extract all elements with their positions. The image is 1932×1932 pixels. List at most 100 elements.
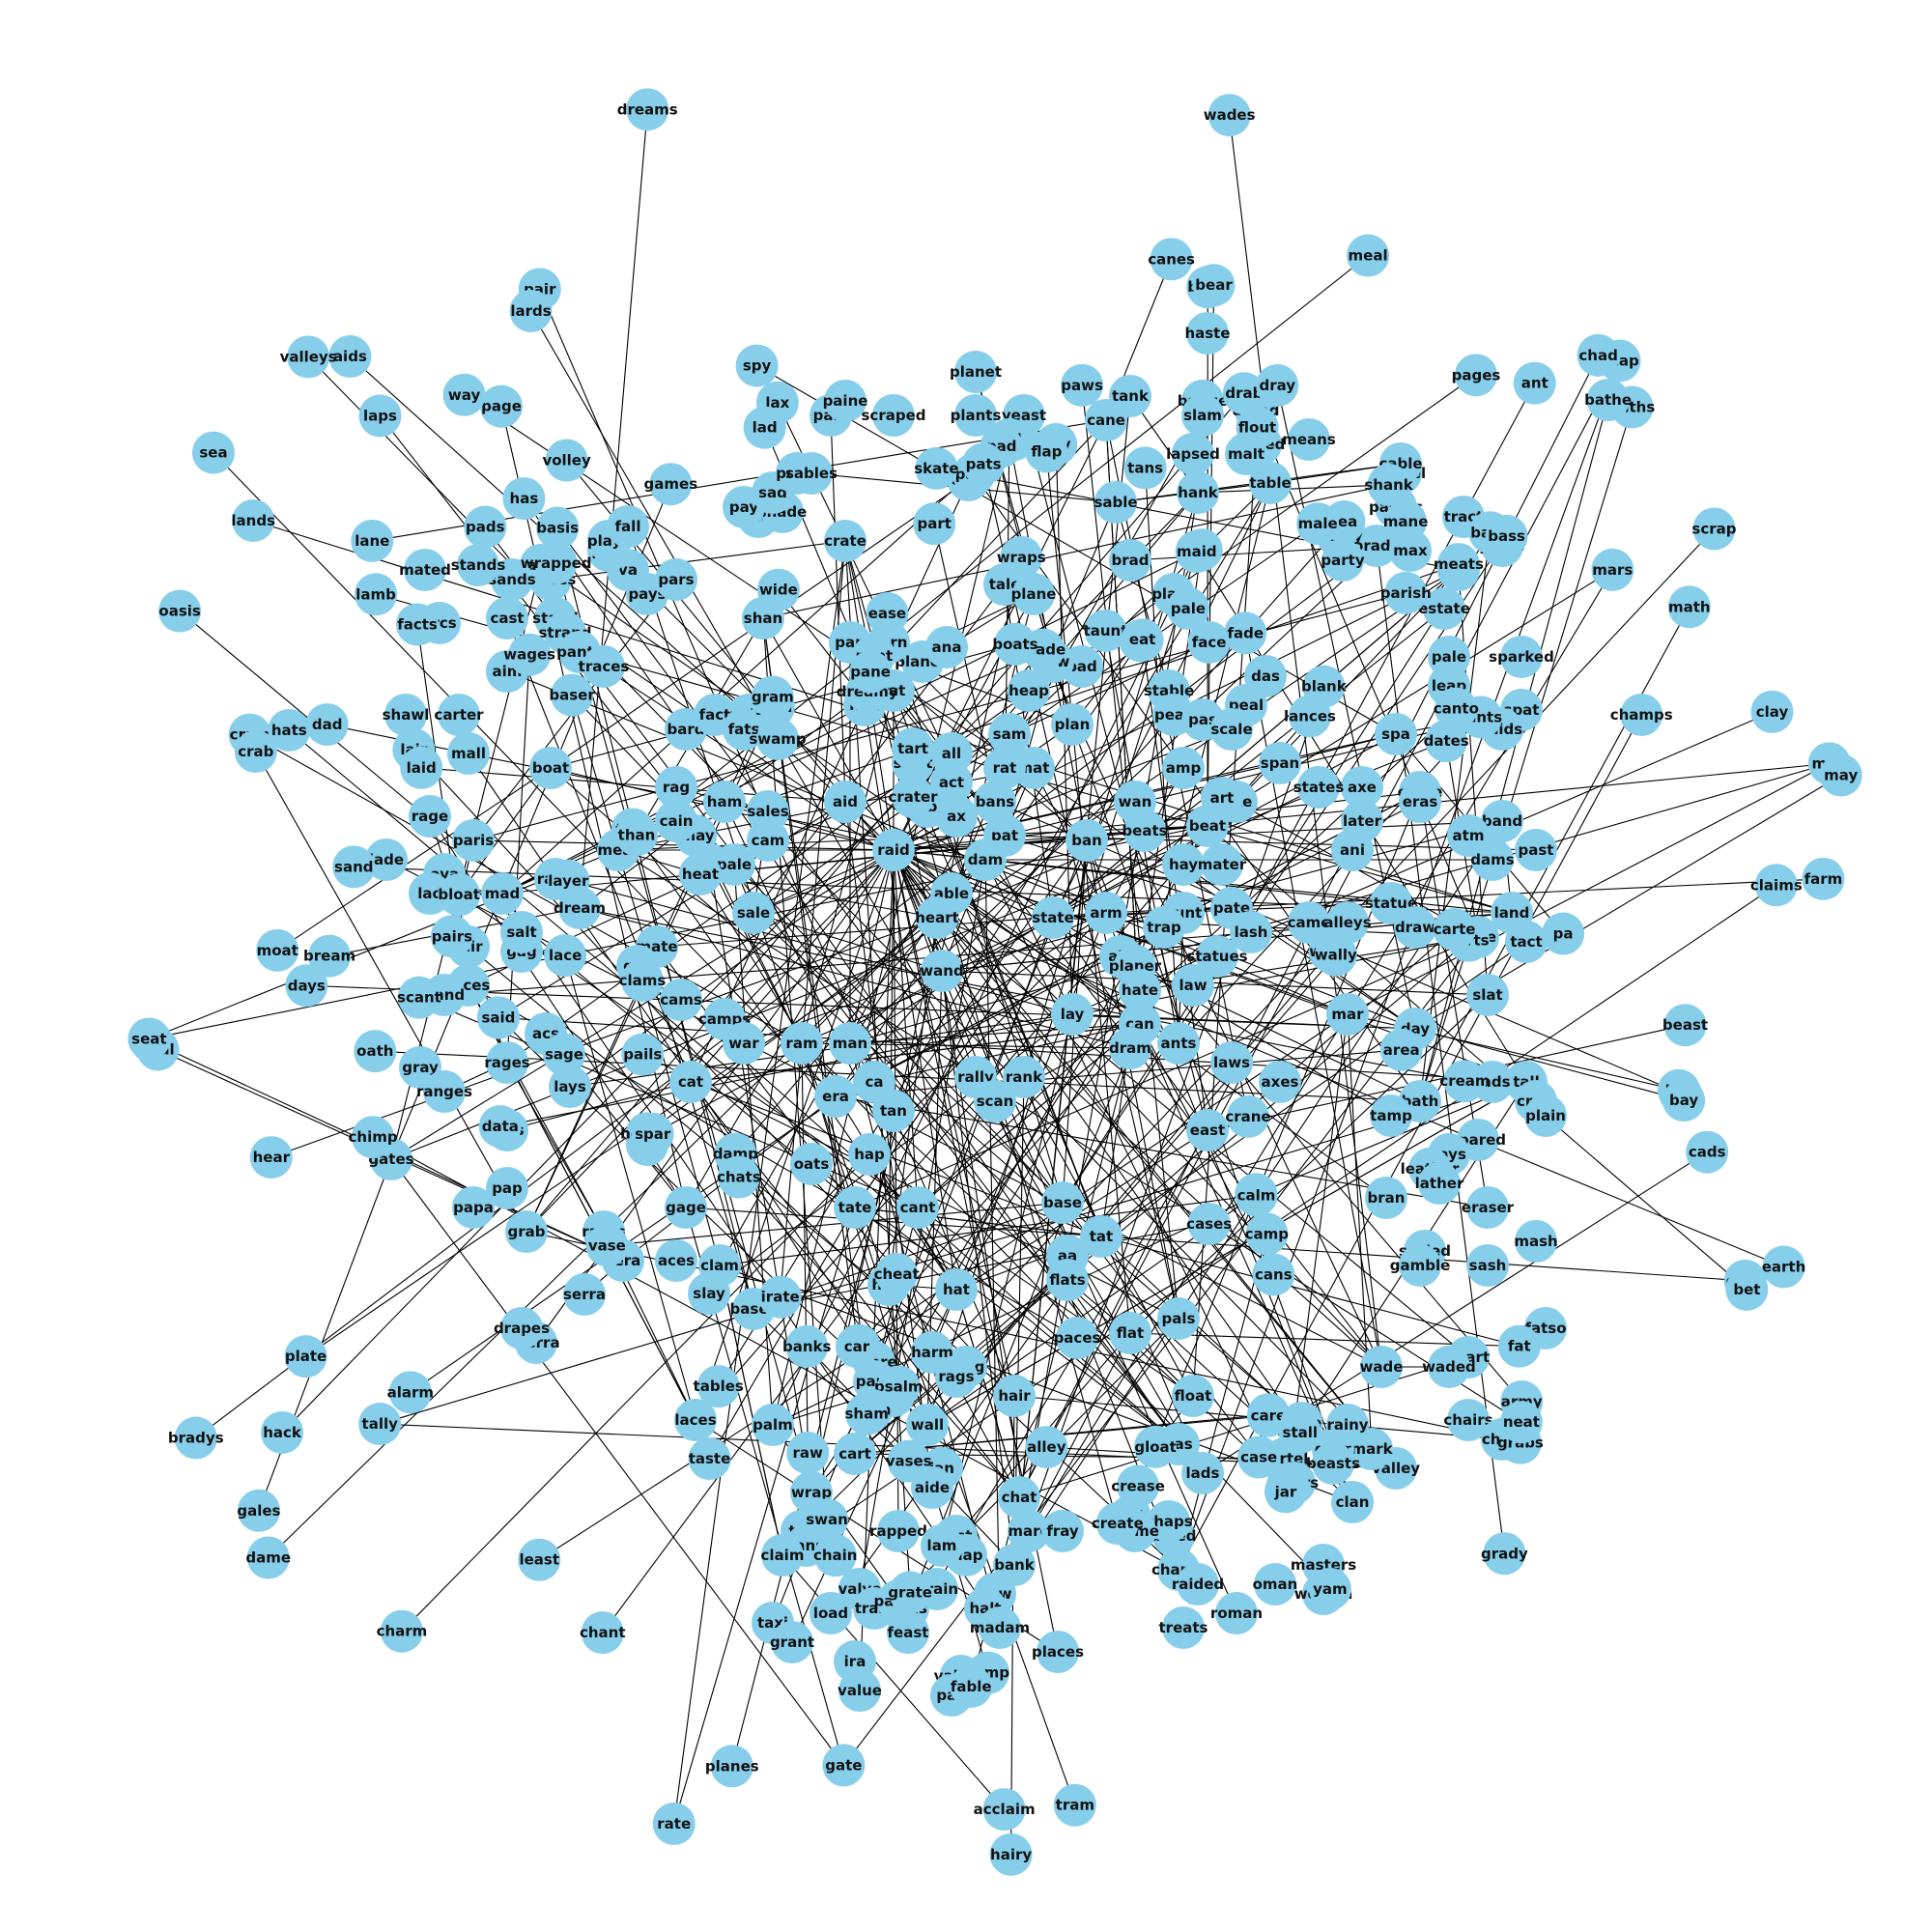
graph-node: raid [872,829,915,871]
graph-node: cams [660,979,702,1021]
graph-node-circle [1187,620,1231,664]
graph-node: scale [1210,708,1253,751]
graph-node-circle [983,747,1026,789]
graph-node-circle [1447,1399,1490,1441]
graph-node: slam [1181,394,1224,437]
graph-node: days [285,964,328,1008]
graph-node: acclaim [974,1788,1036,1832]
graph-edge [499,936,1479,1127]
graph-node-circle [1499,1401,1543,1444]
graph-node: spar [631,1112,674,1155]
graph-node: eraser [1462,1186,1515,1229]
graph-node: places [1032,1631,1084,1673]
graph-node-circle [529,747,572,789]
graph-node: page [480,384,524,428]
graph-node-circle [1384,500,1428,544]
graph-edge [673,1207,856,1825]
graph-edge [412,749,1015,1397]
graph-node-circle [1297,766,1340,809]
graph-node-circle [989,1833,1033,1876]
graph-node: tan [872,1090,915,1132]
graph-edge [1178,1234,1267,1571]
graph-node-circle [1172,1375,1214,1417]
graph-node: oasis [158,589,202,633]
graph-node: scrap [1691,507,1737,551]
graph-node: sea [191,431,235,474]
graph-edge [801,690,895,1044]
graph-edge [753,849,895,914]
graph-node-circle [1370,1094,1412,1137]
graph-node-circle [710,1745,753,1788]
graph-node: scraped [862,394,926,437]
graph-edge [762,484,1389,619]
graph-node-circle [1085,892,1127,934]
graph-node-circle [1428,636,1470,678]
graph-node: bloat [438,873,481,917]
graph-node-circle [950,1664,993,1708]
graph-node-circle [688,1272,731,1316]
graph-node: wally [1315,933,1357,977]
graph-node-circle [954,351,997,393]
graph-node-circle [756,718,799,760]
graph-node-circle [1259,742,1301,784]
graph-node-circle [1053,1783,1096,1827]
graph-node: fall [607,505,649,548]
graph-node: cast [486,597,528,639]
graph-edge [1419,407,1633,1102]
graph-node: ants [1157,1022,1200,1065]
graph-edge [1052,569,1460,919]
graph-node: charm [377,1609,427,1653]
graph-node: dreams [617,88,678,131]
graph-node-circle [1186,1109,1229,1151]
graph-node-circle [1215,1592,1258,1634]
graph-node-circle [1123,446,1167,490]
graph-edge [1178,360,1621,1571]
graph-node-circle [544,934,587,978]
graph-node: cat [669,1061,712,1103]
graph-node: roman [1210,1592,1263,1634]
graph-edge [743,970,943,1044]
graph-node-circle [1080,1215,1122,1258]
graph-node: bass [1485,514,1528,557]
graph-node: beast [1662,1004,1708,1047]
graph-node-circle [1296,502,1340,546]
graph-node: aces [655,1239,697,1282]
graph-node: planes [705,1745,759,1788]
graph-node: tart [892,727,934,770]
graph-node-circle [234,730,277,774]
graph-node-circle [1162,747,1205,789]
graph-node-circle [1222,372,1265,415]
graph-node-circle [607,505,649,548]
graph-node-circle [1341,766,1383,809]
graph-edge [690,479,970,1083]
graph-node-circle [547,859,590,902]
graph-node: maid [1175,529,1218,573]
graph-node-circle [713,843,755,886]
graph-node: brad [1109,539,1151,582]
graph-edge [390,1158,844,1766]
graph-node: bay [1662,1079,1706,1122]
graph-node-circle [1433,907,1476,951]
graph-edge [893,849,1353,1503]
graph-node: man [829,1022,871,1065]
graph-node: sable [1094,481,1138,524]
graph-node: treats [1159,1606,1208,1649]
graph-edge [753,523,1319,914]
graph-node: gales [237,1489,281,1532]
graph-node: chant [580,1611,626,1655]
graph-node-circle [892,776,934,818]
graph-node-circle [1196,935,1238,978]
graph-node: scan [974,1080,1016,1122]
graph-node: earth [1762,1245,1805,1289]
graph-edge [579,109,648,909]
graph-node: chad [1577,333,1620,377]
graph-node: gate [822,1744,866,1787]
graph-node: raw [786,1432,830,1475]
graph-edge [780,540,846,1297]
graph-node: flat [1109,1312,1151,1354]
graph-node-circle [486,597,528,639]
graph-node: ham [703,781,746,823]
graph-node: dam [964,838,1007,881]
graph-edge [917,1023,1141,1208]
